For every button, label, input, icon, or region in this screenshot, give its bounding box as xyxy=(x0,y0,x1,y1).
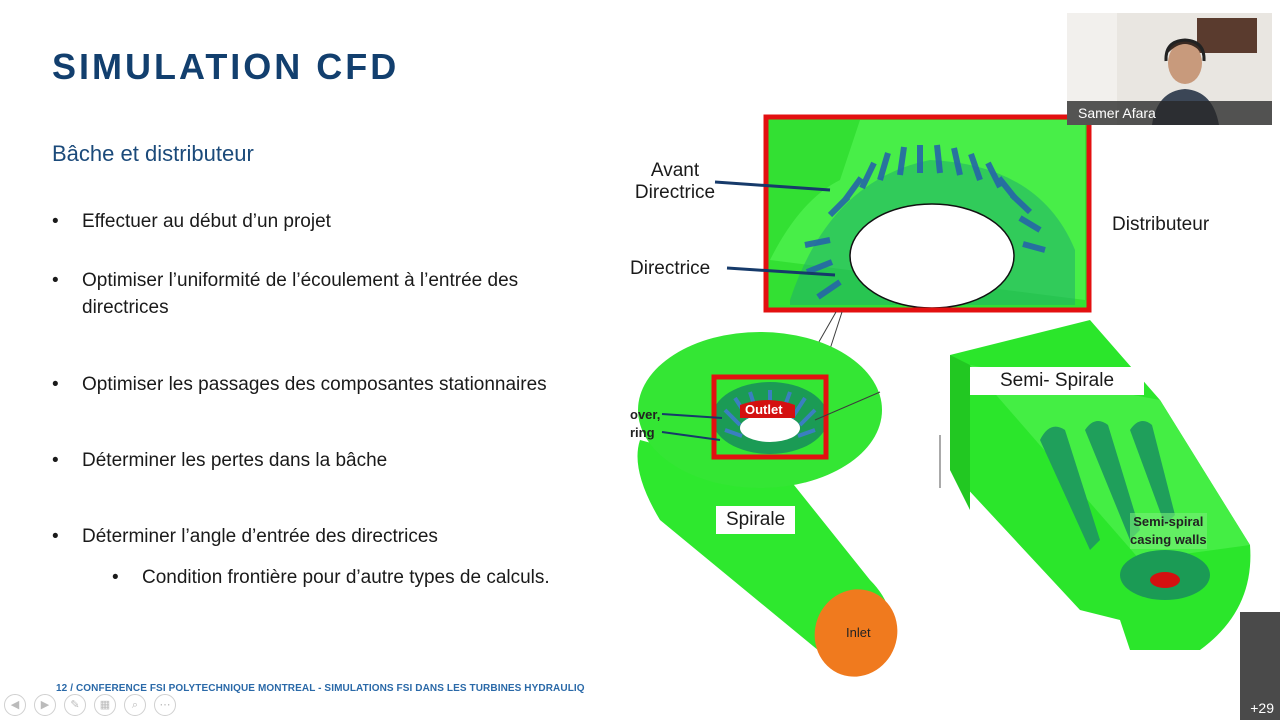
label-line: ring xyxy=(630,425,655,440)
slides-icon[interactable]: ▦ xyxy=(94,694,116,716)
label-cover-ring: over, ring xyxy=(630,406,660,442)
slide-title: SIMULATION CFD xyxy=(52,46,400,87)
more-participants-button[interactable]: +29 xyxy=(1240,612,1280,720)
label-avant-directrice: Avant Directrice xyxy=(630,160,720,204)
presentation-toolbar: ◀ ▶ ✎ ▦ ⌕ ⋯ xyxy=(4,694,176,716)
label-outlet: Outlet xyxy=(745,402,783,417)
bullet-dot-icon: • xyxy=(52,450,59,471)
label-line: Avant xyxy=(650,160,700,181)
more-icon[interactable]: ⋯ xyxy=(154,694,176,716)
sub-bullet-text: Condition frontière pour d’autre types d… xyxy=(142,567,550,588)
label-semi-spiral-walls: Semi-spiral casing walls xyxy=(1130,513,1207,549)
label-line: over, xyxy=(630,407,661,422)
label-semi-spirale: Semi- Spirale xyxy=(970,367,1145,395)
pen-icon[interactable]: ✎ xyxy=(64,694,86,716)
participant-name: Samer Afara xyxy=(1067,101,1272,125)
bullet-text: Effectuer au début d’un projet xyxy=(82,211,331,232)
distributor-image xyxy=(763,114,1092,313)
label-distributeur: Distributeur xyxy=(1112,214,1210,235)
bullet-text: Déterminer l’angle d’entrée des directri… xyxy=(82,526,438,547)
zoom-icon[interactable]: ⌕ xyxy=(124,694,146,716)
bullet-text: Optimiser les passages des composantes s… xyxy=(82,374,547,395)
label-line: casing walls xyxy=(1130,532,1207,547)
label-line: Directrice xyxy=(634,182,716,203)
label-directrice: Directrice xyxy=(630,258,711,279)
prev-icon[interactable]: ◀ xyxy=(4,694,26,716)
participants-count: +29 xyxy=(1250,700,1274,716)
label-inlet: Inlet xyxy=(846,625,871,640)
slide-subtitle: Bâche et distributeur xyxy=(52,141,254,166)
next-icon[interactable]: ▶ xyxy=(34,694,56,716)
slide-footer: 12 / CONFERENCE FSI POLYTECHNIQUE MONTRE… xyxy=(56,683,585,694)
bullet-dot-icon: • xyxy=(52,270,59,291)
bullet-text-continued: directrices xyxy=(82,297,169,318)
label-spirale: Spirale xyxy=(716,506,796,534)
bullet-dot-icon: • xyxy=(112,567,119,588)
bullet-dot-icon: • xyxy=(52,526,59,547)
bullet-dot-icon: • xyxy=(52,374,59,395)
label-line: Semi-spiral xyxy=(1133,514,1204,529)
bullet-text: Optimiser l’uniformité de l’écoulement à… xyxy=(82,270,519,291)
bullet-dot-icon: • xyxy=(52,211,59,232)
bullet-text: Déterminer les pertes dans la bâche xyxy=(82,450,388,471)
semi-spiral-image xyxy=(939,320,1251,650)
participant-video[interactable]: Samer Afara xyxy=(1067,13,1272,125)
